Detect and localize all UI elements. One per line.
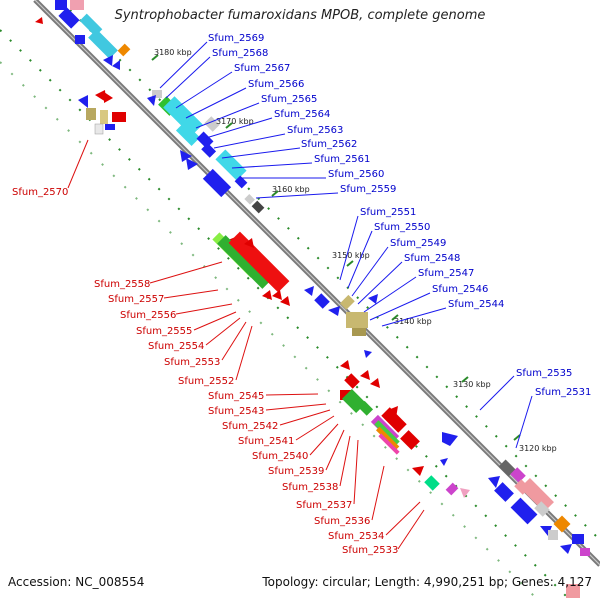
gene-label-sfum-2568[interactable]: Sfum_2568 <box>212 48 268 59</box>
gene-label-sfum-2562[interactable]: Sfum_2562 <box>301 139 357 150</box>
kbp-label-3120: 3120 kbp <box>519 444 557 453</box>
gene-cluster-top <box>35 0 131 70</box>
gene-label-sfum-2533[interactable]: Sfum_2533 <box>342 545 398 556</box>
gene-label-sfum-2536[interactable]: Sfum_2536 <box>314 516 370 527</box>
gene-label-sfum-2546[interactable]: Sfum_2546 <box>432 284 488 295</box>
gene-label-sfum-2560[interactable]: Sfum_2560 <box>328 169 384 180</box>
gene-label-sfum-2554[interactable]: Sfum_2554 <box>148 341 204 352</box>
gene-label-sfum-2549[interactable]: Sfum_2549 <box>390 238 446 249</box>
gene-label-sfum-2531[interactable]: Sfum_2531 <box>535 387 591 398</box>
gene-label-sfum-2561[interactable]: Sfum_2561 <box>314 154 370 165</box>
kbp-label-3150: 3150 kbp <box>332 251 370 260</box>
gene-label-sfum-2555[interactable]: Sfum_2555 <box>136 326 192 337</box>
accession-label: Accession: NC_008554 <box>8 575 145 589</box>
kbp-label-3180: 3180 kbp <box>154 48 192 57</box>
gene-label-sfum-2538[interactable]: Sfum_2538 <box>282 482 338 493</box>
gene-cluster-cyan <box>147 90 265 214</box>
gene-label-sfum-2537[interactable]: Sfum_2537 <box>296 500 352 511</box>
gene-label-sfum-2544[interactable]: Sfum_2544 <box>448 299 504 310</box>
guide-dots-outer-right <box>59 0 600 541</box>
gene-label-sfum-2565[interactable]: Sfum_2565 <box>261 94 317 105</box>
gene-label-sfum-2547[interactable]: Sfum_2547 <box>418 268 474 279</box>
gene-label-sfum-2545[interactable]: Sfum_2545 <box>208 391 264 402</box>
guide-dots-far-left <box>0 61 539 600</box>
gene-label-sfum-2548[interactable]: Sfum_2548 <box>404 253 460 264</box>
gene-cluster-3150 <box>304 286 378 358</box>
gene-label-sfum-2550[interactable]: Sfum_2550 <box>374 222 430 233</box>
kbp-label-3160: 3160 kbp <box>272 185 310 194</box>
gene-label-sfum-2542[interactable]: Sfum_2542 <box>222 421 278 432</box>
gene-label-sfum-2557[interactable]: Sfum_2557 <box>108 294 164 305</box>
kbp-label-3170: 3170 kbp <box>216 117 254 126</box>
gene-label-sfum-2570[interactable]: Sfum_2570 <box>12 187 68 198</box>
gene-label-sfum-2551[interactable]: Sfum_2551 <box>360 207 416 218</box>
gene-label-sfum-2566[interactable]: Sfum_2566 <box>248 79 304 90</box>
gene-label-sfum-2556[interactable]: Sfum_2556 <box>120 310 176 321</box>
gene-label-sfum-2553[interactable]: Sfum_2553 <box>164 357 220 368</box>
gene-cluster-bottom-right <box>488 459 590 598</box>
gene-cluster-lower-red <box>340 360 470 498</box>
gene-label-sfum-2567[interactable]: Sfum_2567 <box>234 63 290 74</box>
lower-gene-labels: Sfum_2570 Sfum_2558 Sfum_2557 Sfum_2556 … <box>12 187 398 556</box>
gene-label-sfum-2534[interactable]: Sfum_2534 <box>328 531 384 542</box>
upper-label-leaders <box>159 41 533 449</box>
kbp-tick-marks <box>151 54 521 441</box>
gene-label-sfum-2563[interactable]: Sfum_2563 <box>287 125 343 136</box>
kbp-labels: 3180 kbp 3170 kbp 3160 kbp 3150 kbp 3140… <box>154 48 557 453</box>
gene-label-sfum-2539[interactable]: Sfum_2539 <box>268 466 324 477</box>
kbp-label-3130: 3130 kbp <box>453 380 491 389</box>
gene-label-sfum-2552[interactable]: Sfum_2552 <box>178 376 234 387</box>
gene-label-sfum-2541[interactable]: Sfum_2541 <box>238 436 294 447</box>
gene-cluster-red-green <box>212 231 290 306</box>
gene-cluster-2570 <box>78 90 126 135</box>
genome-title: Syntrophobacter fumaroxidans MPOB, compl… <box>114 8 486 23</box>
gene-label-sfum-2559[interactable]: Sfum_2559 <box>340 184 396 195</box>
genome-summary: Topology: circular; Length: 4,990,251 bp… <box>262 575 592 589</box>
gene-label-sfum-2564[interactable]: Sfum_2564 <box>274 109 330 120</box>
gene-label-sfum-2558[interactable]: Sfum_2558 <box>94 279 150 290</box>
gene-label-sfum-2540[interactable]: Sfum_2540 <box>252 451 308 462</box>
lower-label-leaders <box>67 139 425 550</box>
upper-gene-labels: Sfum_2569 Sfum_2568 Sfum_2567 Sfum_2566 … <box>208 33 591 398</box>
gene-label-sfum-2535[interactable]: Sfum_2535 <box>516 368 572 379</box>
gene-label-sfum-2543[interactable]: Sfum_2543 <box>208 406 264 417</box>
gene-label-sfum-2569[interactable]: Sfum_2569 <box>208 33 264 44</box>
kbp-label-3140: 3140 kbp <box>394 317 432 326</box>
